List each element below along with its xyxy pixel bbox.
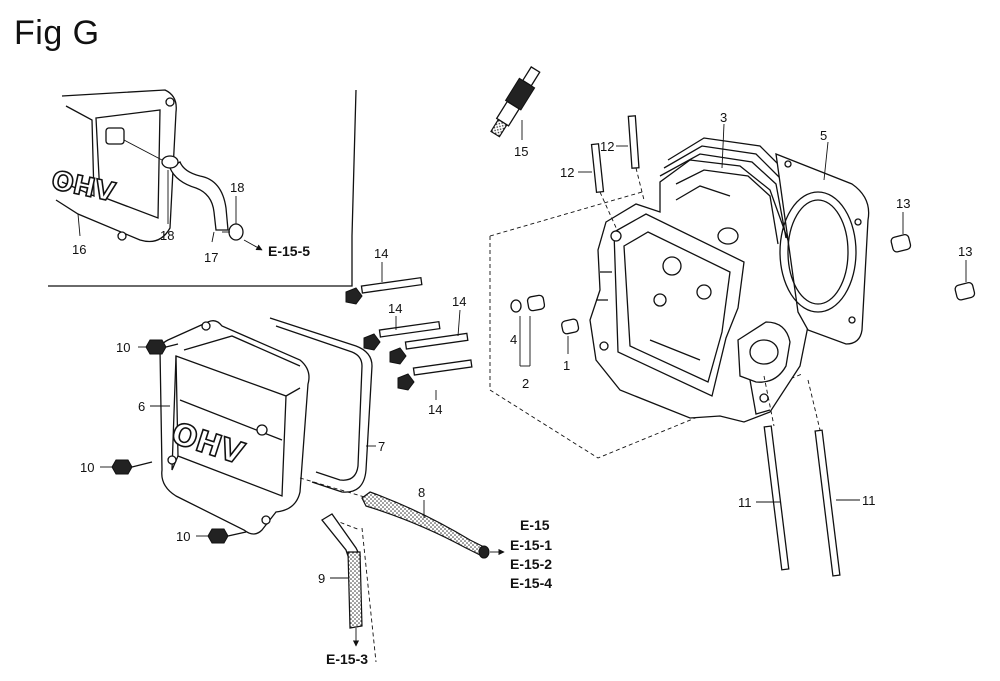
head-gasket-5 [775,152,870,345]
callout-1: 1 [563,358,570,373]
callout-14-b: 14 [388,301,402,316]
stud-11-right [807,379,860,577]
stud-12-right [616,115,645,201]
valve-cover-6: OHV [159,320,310,535]
callout-18-right: 18 [230,180,244,195]
callout-14-a: 14 [374,246,388,261]
callout-5: 5 [820,128,827,143]
cylinder-head-3 [489,137,809,459]
stud-12-left [578,143,619,233]
stud-11-left [756,375,790,571]
callout-13-b: 13 [958,244,972,259]
callout-7: 7 [378,439,385,454]
breather-tube-9: 9 [318,513,363,647]
callout-3: 3 [720,110,727,125]
ref-e-15[interactable]: E-15 [520,517,550,533]
cover-gasket-7 [269,317,373,493]
ref-e-15-4[interactable]: E-15-4 [510,575,552,591]
callout-14-c: 14 [452,294,466,309]
cover-bolt-10-top [138,339,179,355]
head-bolt-14-b [363,320,441,351]
inset-breather-nipple [105,127,125,145]
breather-tube-8: 8 [361,485,505,559]
callout-11-right: 11 [862,493,876,508]
callout-8: 8 [418,485,425,500]
callout-15: 15 [514,144,528,159]
inset-clip-18b [228,223,244,241]
callout-6: 6 [138,399,145,414]
dowel-pin-part-1 [561,318,580,354]
callout-10-top: 10 [116,340,130,355]
inset-clip-18a [161,155,179,169]
inset-cover-16: OHV [48,89,177,243]
cover-bolt-10-mid [100,459,153,475]
head-bolt-14-a [345,276,423,305]
callout-10-bot: 10 [176,529,190,544]
callout-17: 17 [204,250,218,265]
valve-seal-part-2 [510,294,546,367]
spark-plug-15 [490,66,541,140]
callout-12-left: 12 [560,165,574,180]
cap-13-a [890,212,912,253]
callout-13-a: 13 [896,196,910,211]
callout-16: 16 [72,242,86,257]
callout-9: 9 [318,571,325,586]
head-bolt-14-d [397,359,473,391]
callout-11-left: 11 [738,495,752,510]
ref-e-15-3[interactable]: E-15-3 [326,651,368,667]
figure-title: Fig G [14,14,100,52]
ref-e-15-2[interactable]: E-15-2 [510,556,552,572]
callout-18-left: 18 [160,228,174,243]
inset-border [48,89,357,287]
callout-12-right: 12 [600,139,614,154]
cover-bolt-10-bot [196,528,247,544]
ref-e-15-5[interactable]: E-15-5 [268,243,310,259]
inset-breather-tube-17 [169,161,229,231]
cap-13-b [954,260,976,301]
callout-4: 4 [510,332,517,347]
callout-2: 2 [522,376,529,391]
ref-e-15-1[interactable]: E-15-1 [510,537,552,553]
callout-10-mid: 10 [80,460,94,475]
inset-panel: OHV 16 18 17 18 E-15-5 [48,89,357,287]
head-bolt-14-c [389,332,469,365]
callout-14-d: 14 [428,402,442,417]
